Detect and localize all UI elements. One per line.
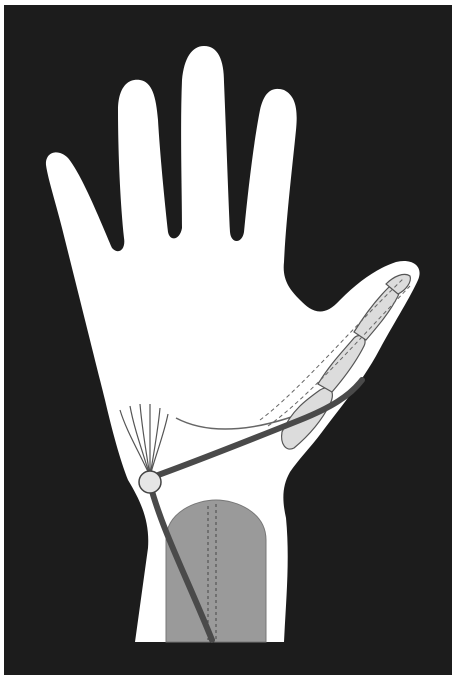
wrist-nodule xyxy=(139,471,161,493)
